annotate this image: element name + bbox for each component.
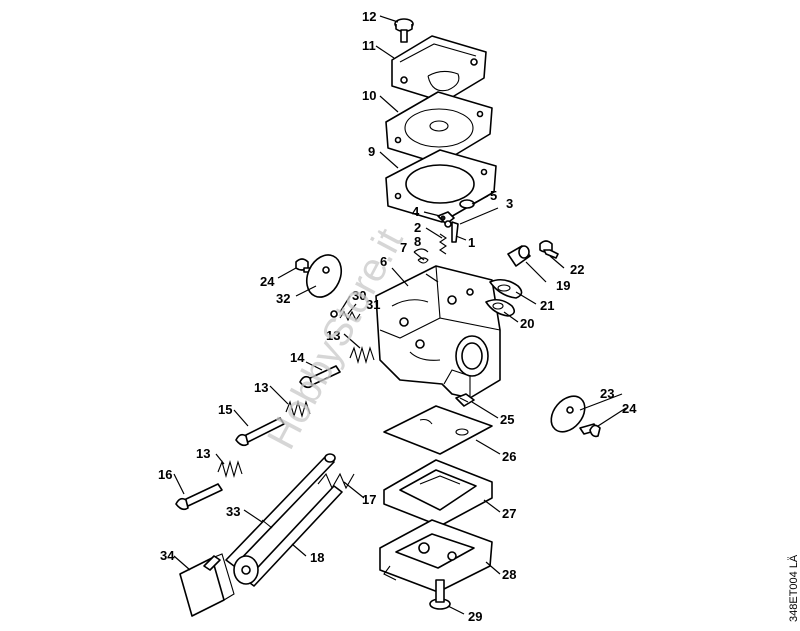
part-10-diaphragm (385, 91, 493, 165)
label-6: 6 (380, 254, 387, 269)
label-19: 19 (556, 278, 570, 293)
label-26: 26 (502, 449, 516, 464)
label-20: 20 (520, 316, 534, 331)
part-12-screw (394, 18, 414, 43)
part-34-lever (179, 553, 235, 617)
part-14-screw (299, 365, 341, 389)
label-24-right: 24 (622, 401, 637, 416)
label-2: 2 (414, 220, 421, 235)
part-28-pump-cover (379, 519, 493, 593)
label-14: 14 (290, 350, 305, 365)
part-25-filter (455, 393, 475, 407)
part-26-gasket (383, 405, 493, 455)
part-24-screw-right (579, 423, 601, 438)
part-29-screw (429, 579, 451, 610)
part-9-gasket (385, 149, 497, 223)
part-7-8-springs (413, 248, 429, 264)
part-13-spring-a (349, 345, 375, 365)
label-7: 7 (400, 240, 407, 255)
label-12: 12 (362, 9, 376, 24)
label-32: 32 (276, 291, 290, 306)
label-34: 34 (160, 548, 175, 563)
part-number-labels: 12 11 10 9 5 4 3 2 1 8 7 6 22 19 21 20 2… (158, 9, 637, 624)
label-23: 23 (600, 386, 614, 401)
part-11-cover (391, 35, 487, 103)
part-27-gasket (383, 459, 493, 527)
parts-1-5-inlet-needle-lever (437, 199, 475, 255)
label-24-left: 24 (260, 274, 275, 289)
part-6-carburetor-body (375, 265, 501, 399)
label-16: 16 (158, 467, 172, 482)
part-20-gasket (485, 298, 516, 317)
label-31: 31 (366, 297, 380, 312)
part-18-shaft-lever (233, 485, 343, 587)
label-3: 3 (506, 196, 513, 211)
label-21: 21 (540, 298, 554, 313)
part-13-spring-b (285, 399, 311, 419)
label-28: 28 (502, 567, 516, 582)
label-29: 29 (468, 609, 482, 624)
label-33: 33 (226, 504, 240, 519)
label-30: 30 (352, 288, 366, 303)
label-13-a: 13 (326, 328, 340, 343)
label-5: 5 (490, 188, 497, 203)
label-15: 15 (218, 402, 232, 417)
label-4: 4 (412, 204, 420, 219)
part-17-spring (317, 472, 355, 490)
part-21-gasket (489, 278, 523, 299)
label-17: 17 (362, 492, 376, 507)
leader-lines (173, 15, 627, 615)
part-15-screw (235, 417, 285, 447)
drawing-code: 348ET004 LÄ (788, 554, 800, 622)
label-18: 18 (310, 550, 324, 565)
label-13-b: 13 (254, 380, 268, 395)
label-8: 8 (414, 234, 421, 249)
part-22-screw (539, 240, 559, 259)
label-10: 10 (362, 88, 376, 103)
label-27: 27 (502, 506, 516, 521)
part-23-plate (550, 395, 586, 433)
label-1: 1 (468, 235, 475, 250)
part-30-31-ball-spring (330, 310, 361, 322)
part-16-screw (175, 483, 223, 511)
label-9: 9 (368, 144, 375, 159)
label-11: 11 (362, 38, 376, 53)
label-13-c: 13 (196, 446, 210, 461)
part-19-fitting (507, 245, 531, 267)
part-33-shaft (225, 453, 336, 567)
part-13-spring-c (217, 459, 243, 479)
label-25: 25 (500, 412, 514, 427)
label-22: 22 (570, 262, 584, 277)
